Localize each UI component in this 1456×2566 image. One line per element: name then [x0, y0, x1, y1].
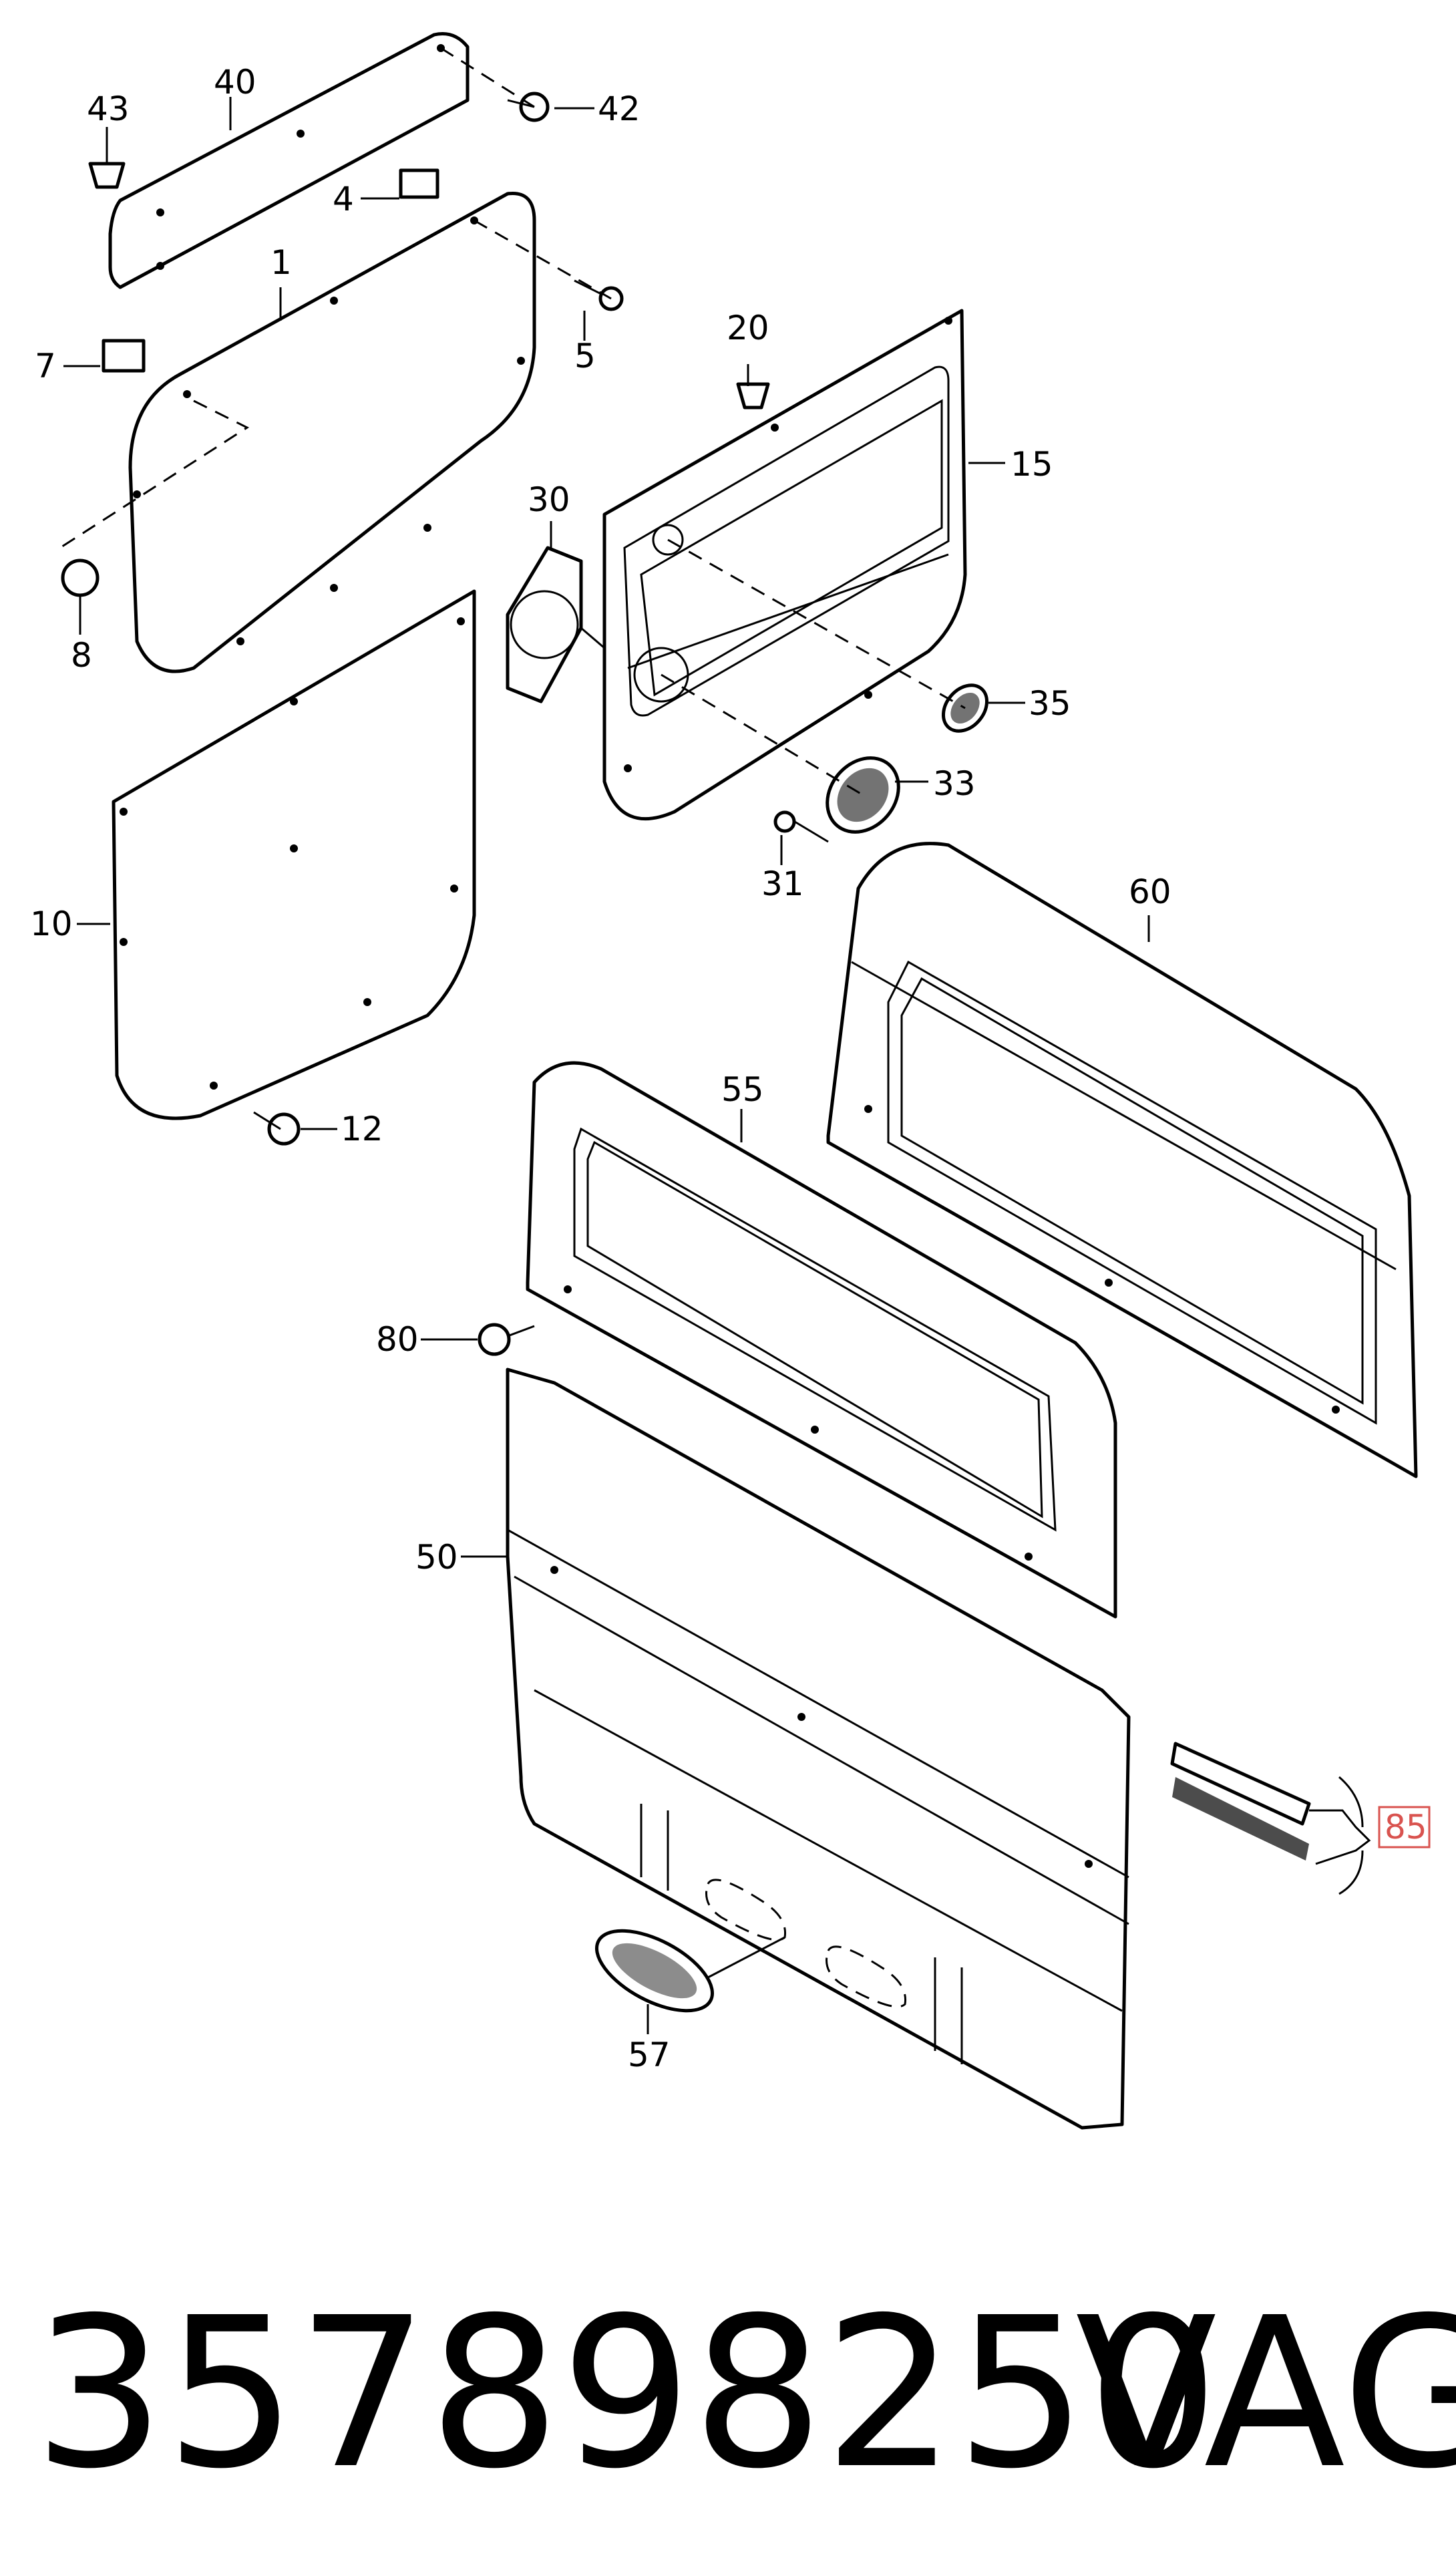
callout-85-box	[1378, 1806, 1431, 1849]
part-57-oval-grille	[595, 1929, 714, 2013]
part-10-panel	[112, 589, 476, 1120]
callout-35: 35	[1029, 684, 1071, 723]
callout-55: 55	[721, 1070, 764, 1109]
part-50-lower-panel	[506, 1368, 1131, 2130]
callout-4: 4	[333, 180, 354, 218]
part-number: 357898250	[33, 2273, 1219, 2515]
part-85-strips	[1170, 1742, 1311, 1861]
callout-8: 8	[71, 636, 92, 675]
callout-85: 85	[1385, 1808, 1427, 1847]
callout-80: 80	[376, 1320, 419, 1359]
callout-31: 31	[761, 864, 804, 903]
callout-33: 33	[933, 764, 976, 803]
part-15-door-panel	[602, 309, 967, 821]
part-33-speaker-grille	[826, 756, 900, 834]
assembly-lines	[59, 47, 966, 796]
callout-42: 42	[598, 90, 641, 128]
callout-50: 50	[415, 1538, 458, 1577]
callout-57: 57	[628, 2036, 671, 2074]
brand-name: VAG	[1075, 2273, 1456, 2515]
callout-5: 5	[574, 337, 596, 375]
callout-10: 10	[30, 905, 73, 943]
callout-1: 1	[270, 243, 292, 282]
callout-labels: 40 43 42 4 1 5 7 8 20 15 30 35 33 31 60 …	[30, 63, 1431, 2074]
callout-40: 40	[214, 63, 256, 102]
part-60-rear-panel	[826, 842, 1418, 1478]
part-30-speaker-ring	[506, 546, 583, 703]
callout-43: 43	[87, 90, 130, 128]
callout-30: 30	[528, 480, 570, 519]
leader-lines	[63, 97, 1371, 2034]
callout-60: 60	[1129, 872, 1171, 911]
part-1-panel	[128, 192, 536, 673]
part-55-rear-panel	[526, 1061, 1117, 1619]
callout-20: 20	[727, 309, 769, 347]
callout-15: 15	[1011, 445, 1053, 484]
callout-12: 12	[341, 1110, 383, 1148]
callout-7: 7	[35, 347, 56, 385]
